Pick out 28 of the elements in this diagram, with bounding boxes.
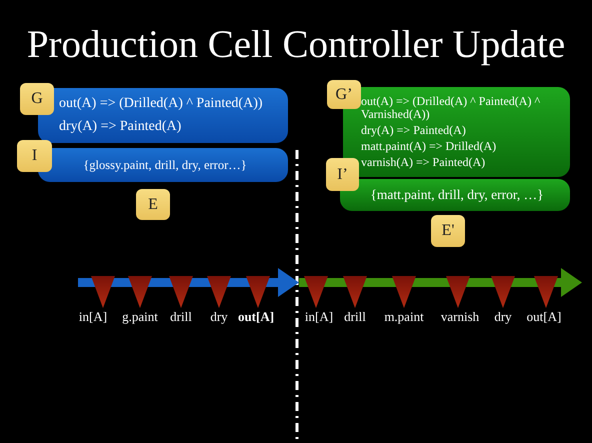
event-label: in[A] xyxy=(78,309,108,325)
letter-tag: I’ xyxy=(326,158,359,191)
event-label: drill xyxy=(344,309,366,325)
event-label: dry xyxy=(494,309,512,325)
event-label: drill xyxy=(170,309,192,325)
letter-tag: E' xyxy=(431,215,465,247)
rule-text: matt.paint(A) => Drilled(A) xyxy=(361,140,496,154)
letter-tag: I xyxy=(17,140,52,172)
event-label: varnish xyxy=(440,309,480,325)
event-label: m.paint xyxy=(384,309,424,325)
alphabet-panel xyxy=(340,179,570,211)
rule-text: {matt.paint, drill, dry, error, …} xyxy=(370,187,544,203)
event-label: dry xyxy=(210,309,228,325)
letter-tag: E xyxy=(136,189,170,220)
rule-text: out(A) => (Drilled(A) ^ Painted(A)) xyxy=(59,96,263,112)
rule-text: varnish(A) => Painted(A) xyxy=(361,156,486,170)
title: Production Cell Controller Update xyxy=(26,22,566,68)
event-label: in[A] xyxy=(304,309,334,325)
letter-tag: G xyxy=(20,83,54,115)
event-label: out[A] xyxy=(238,309,274,325)
rule-text: out(A) => (Drilled(A) ^ Painted(A) ^ Varnished(A)) xyxy=(361,94,542,122)
event-label: out[A] xyxy=(526,309,562,325)
rule-text: dry(A) => Painted(A) xyxy=(361,124,466,138)
letter-tag: G’ xyxy=(327,80,361,109)
rule-text: dry(A) => Painted(A) xyxy=(59,118,182,135)
event-label: g.paint xyxy=(122,309,158,325)
rule-text: {glossy.paint, drill, dry, error…} xyxy=(83,158,247,172)
alphabet-panel xyxy=(38,148,288,182)
